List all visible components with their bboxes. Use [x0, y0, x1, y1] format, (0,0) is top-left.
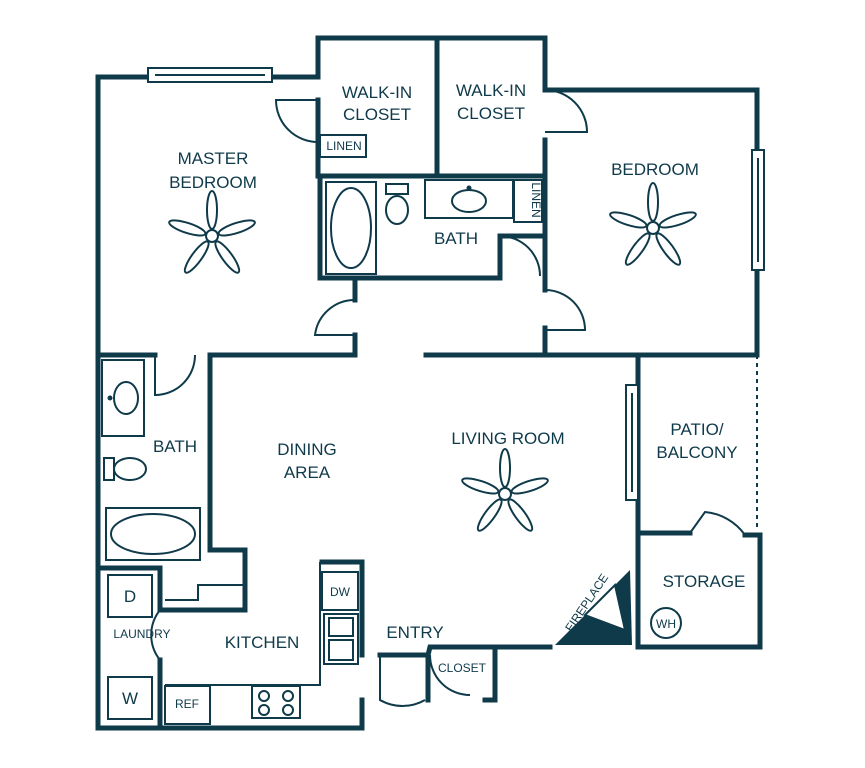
kitchen-label: KITCHEN	[225, 633, 300, 652]
dishwasher-unit	[321, 571, 359, 611]
walkin-closet-left-label-2: CLOSET	[343, 105, 411, 124]
kitchen-sink-icon	[323, 613, 359, 665]
water-heater-unit	[650, 607, 682, 639]
refrigerator-label: REF	[175, 697, 199, 711]
bathtub-icon	[105, 507, 201, 561]
refrigerator-unit	[164, 685, 211, 725]
linen-closet-vertical	[513, 179, 543, 223]
linen-vertical-label: LINEN	[529, 182, 543, 217]
bedroom-label: BEDROOM	[611, 160, 699, 179]
toilet-icon	[103, 457, 147, 481]
toilet-icon	[385, 183, 409, 225]
bathtub-icon	[325, 181, 377, 275]
water-heater-label: WH	[656, 617, 676, 631]
storage-label: STORAGE	[663, 572, 746, 591]
ceiling-fan-icon	[168, 190, 256, 274]
linen-top-label: LINEN	[326, 139, 361, 153]
washer-label: W	[122, 689, 138, 708]
dining-area-label-1: DINING	[277, 440, 337, 459]
dishwasher-label: DW	[330, 585, 351, 599]
washer-unit	[107, 676, 153, 720]
dryer-label: D	[124, 587, 136, 606]
walkin-closet-right-label-1: WALK-IN	[456, 81, 526, 100]
ceiling-fan-icon	[461, 448, 549, 532]
closet-entry-label: CLOSET	[438, 661, 487, 675]
walkin-closet-right-label-2: CLOSET	[457, 104, 525, 123]
entry-label: ENTRY	[386, 623, 443, 642]
sink-icon	[101, 359, 145, 437]
sink-icon	[424, 179, 514, 219]
master-bedroom-label-1: MASTER	[178, 149, 249, 168]
dining-area-label-2: AREA	[284, 463, 331, 482]
bath-lower-label: BATH	[153, 437, 197, 456]
ceiling-fan-icon	[609, 182, 697, 266]
stove-icon	[251, 685, 301, 719]
window-icon	[147, 67, 765, 501]
patio-balcony-label-2: BALCONY	[656, 443, 737, 462]
door-swing-icon	[150, 89, 746, 707]
walls	[95, 35, 763, 731]
bath-upper-label: BATH	[434, 229, 478, 248]
living-room-label: LIVING ROOM	[451, 429, 564, 448]
master-bedroom-label-2: BEDROOM	[169, 173, 257, 192]
walkin-closet-left-label-1: WALK-IN	[342, 83, 412, 102]
laundry-label: LAUNDRY	[113, 627, 170, 641]
patio-balcony-label-1: PATIO/	[670, 420, 723, 439]
linen-closet-top	[319, 134, 367, 158]
dryer-unit	[107, 574, 153, 618]
